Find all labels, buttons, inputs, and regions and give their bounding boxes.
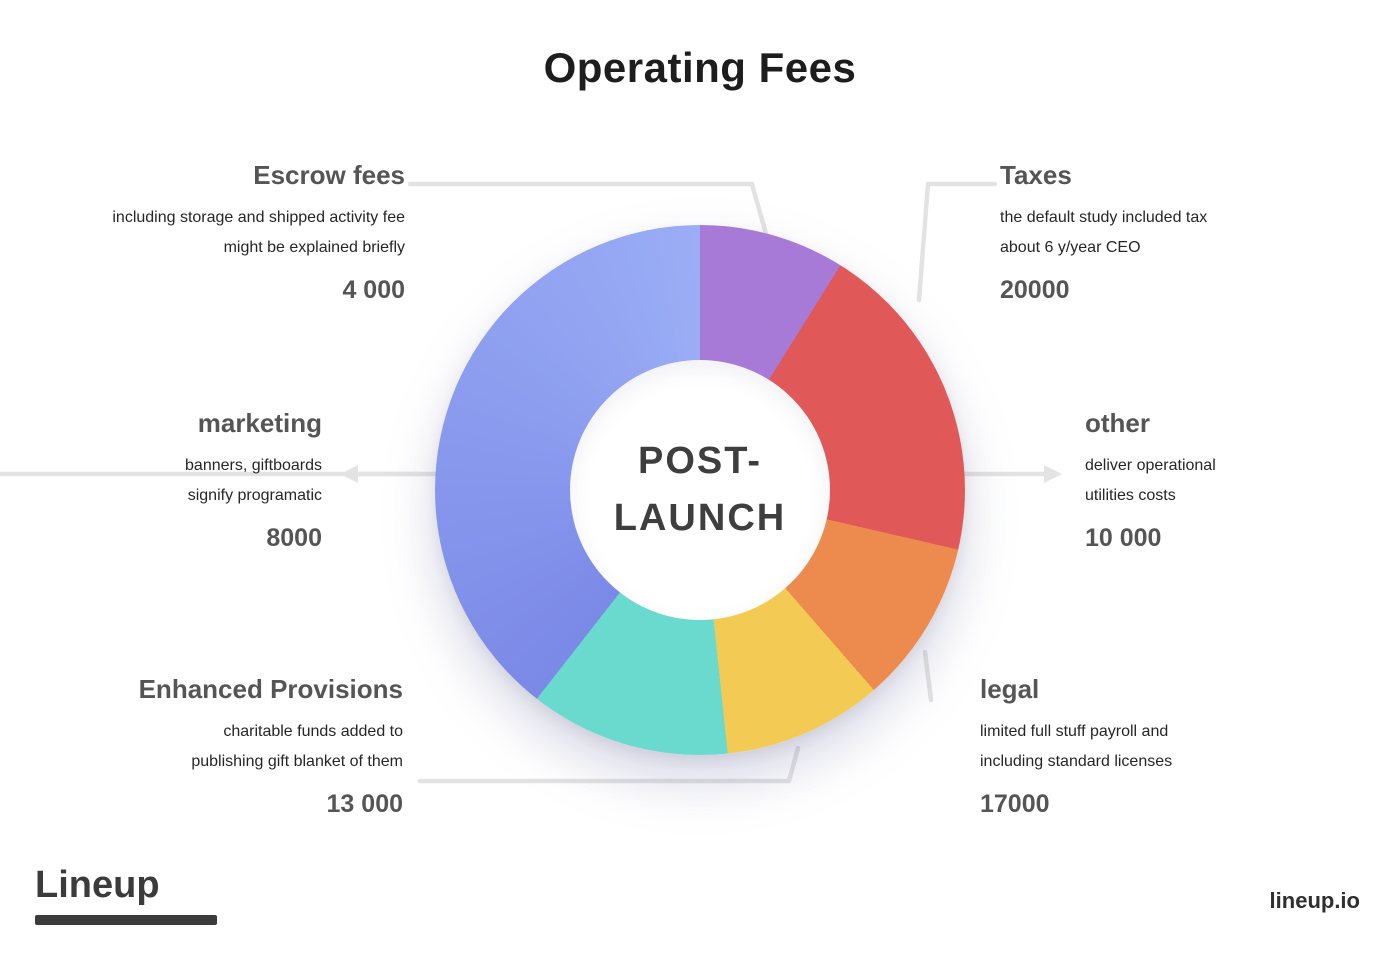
callout-value: 13 000 xyxy=(326,790,403,819)
callout-marketing: marketing banners, giftboards signify pr… xyxy=(52,408,322,553)
callout-legal: legal limited full stuff payroll and inc… xyxy=(980,674,1310,819)
callout-description-line1: including storage and shipped activity f… xyxy=(112,209,405,226)
callout-enhanced-provisions: Enhanced Provisions charitable funds add… xyxy=(73,674,403,819)
callout-other: other deliver operational utilities cost… xyxy=(1085,408,1365,553)
callout-description-line2: might be explained briefly xyxy=(223,238,405,256)
callout-description-line2: about 6 y/year CEO xyxy=(1000,238,1141,256)
callout-taxes: Taxes the default study included tax abo… xyxy=(1000,160,1360,305)
callout-description-line1: deliver operational xyxy=(1085,457,1216,474)
donut-center: POST- LAUNCH xyxy=(570,360,830,620)
website-url: lineup.io xyxy=(1269,888,1360,913)
callout-description-line2: publishing gift blanket of them xyxy=(191,752,403,770)
callout-heading: Enhanced Provisions xyxy=(138,674,403,704)
callout-heading: marketing xyxy=(197,408,322,438)
callout-value: 10 000 xyxy=(1085,524,1162,553)
center-label-line2: LAUNCH xyxy=(613,497,787,539)
callout-value: 8000 xyxy=(266,524,322,553)
callout-heading: Escrow fees xyxy=(253,160,405,190)
callout-heading: Taxes xyxy=(1000,160,1072,190)
center-label-line1: POST- xyxy=(637,440,763,482)
callout-description-line2: utilities costs xyxy=(1085,486,1176,504)
page-title: Operating Fees xyxy=(543,44,857,91)
callout-description-line1: banners, giftboards xyxy=(185,457,322,474)
callout-description-line2: including standard licenses xyxy=(980,752,1173,770)
connector-other-arrowhead-icon xyxy=(1044,465,1062,483)
brand-logo-underline xyxy=(35,915,217,925)
callout-value: 4 000 xyxy=(342,276,405,305)
connector-enhanced xyxy=(417,745,801,784)
callout-description-line2: signify programatic xyxy=(187,486,322,504)
connector-legal xyxy=(922,649,934,703)
callout-description-line1: the default study included tax xyxy=(1000,209,1208,226)
brand-logo: Lineup xyxy=(35,864,160,906)
callout-heading: legal xyxy=(980,674,1040,704)
callout-description-line1: limited full stuff payroll and xyxy=(980,723,1169,740)
donut-chart: POST- LAUNCH xyxy=(435,225,965,755)
callout-heading: other xyxy=(1085,408,1150,438)
callout-escrow-fees: Escrow fees including storage and shippe… xyxy=(55,160,405,305)
connector-taxes xyxy=(916,181,998,303)
callout-value: 20000 xyxy=(1000,276,1070,305)
callout-value: 17000 xyxy=(980,790,1050,819)
connector-marketing-arrowhead-icon xyxy=(340,465,358,483)
callout-description-line1: charitable funds added to xyxy=(223,723,403,740)
